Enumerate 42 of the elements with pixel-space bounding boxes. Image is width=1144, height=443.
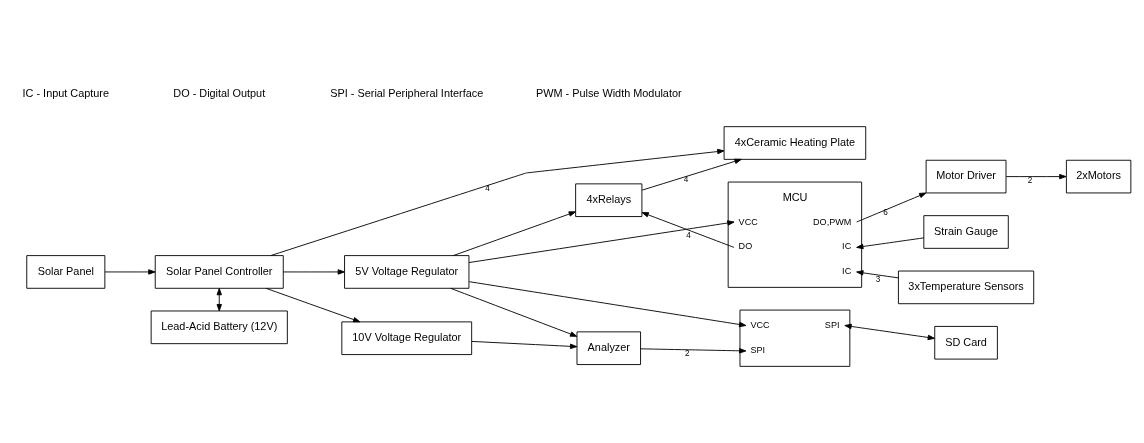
arrow [641,211,735,248]
edge-label: 2 [684,348,690,358]
label: IC - Input Capture [22,86,110,99]
node-box: 5V Voltage Regulator [344,254,470,289]
node-box: 4xRelays [575,182,643,217]
arrow [1005,173,1067,179]
node-box: SD Card [934,325,998,360]
arrow [856,269,899,278]
node-box: Strain Gauge [923,214,1009,249]
arrow [640,347,747,353]
edge-label: 4 [683,174,689,184]
arrow [468,219,735,263]
node-box: 3xTemperature Sensors [897,270,1035,304]
node-box: 4xCeramic Heating Plate [723,125,867,160]
edge-label: 3 [875,274,881,284]
edge-label: 4 [485,183,490,193]
arrow [265,287,361,322]
label: DO - Digital Output [173,86,266,99]
node-box: 10V Voltage Regulator [341,320,473,355]
node-box: Analyzer [576,330,641,365]
arrow [856,236,925,249]
arrow [270,148,725,256]
edge-label: 6 [883,207,888,217]
node-box: Lead-Acid Battery (12V) [150,310,288,344]
edge-label: 4 [686,230,691,240]
arrow [282,268,345,275]
node-box: 2xMotors [1065,159,1132,193]
node-box: Solar Panel [26,254,106,289]
arrow [468,280,747,327]
arrow [104,268,156,275]
arrow [452,210,576,256]
arrow [641,158,742,191]
arrow [450,287,578,337]
arrow [471,340,578,349]
arrow [844,323,935,340]
node-box: Motor Driver [925,159,1007,193]
label: PWM - Pulse Width Modulator [535,86,682,99]
label: SPI - Serial Peripheral Interface [330,86,484,99]
node-box: Solar Panel Controller [154,254,284,289]
arrow [216,287,222,311]
arrow [856,192,927,222]
edge-label: 2 [1027,175,1033,185]
